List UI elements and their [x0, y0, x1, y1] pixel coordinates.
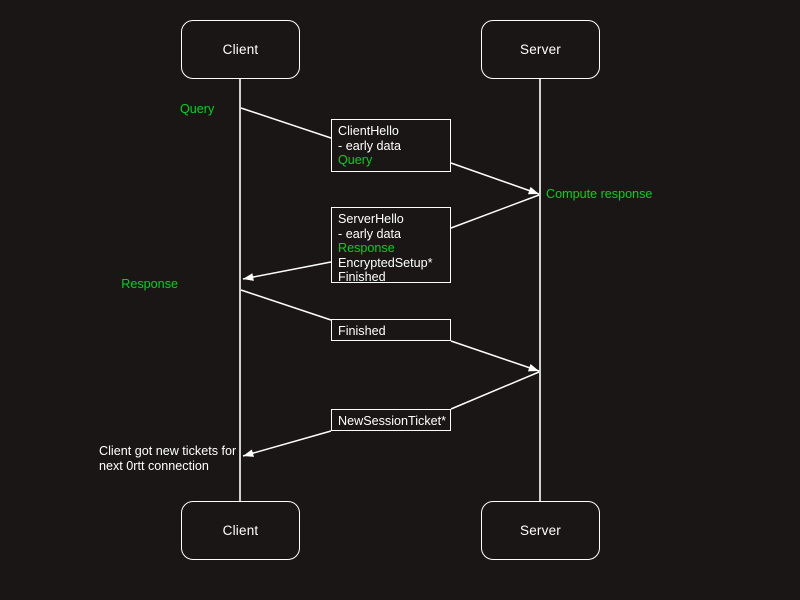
actor-box-server-bottom: Server	[481, 501, 600, 560]
message-line: Finished	[338, 270, 386, 285]
arrow-server-to-box	[450, 194, 540, 229]
message-line: Query	[338, 153, 373, 168]
message-line: NewSessionTicket*	[338, 414, 447, 428]
message-box-new-session-ticket: NewSessionTicket*	[331, 409, 451, 431]
actor-box-client-bottom: Client	[181, 501, 300, 560]
arrow-head	[243, 273, 254, 281]
message-line: Finished	[338, 324, 386, 338]
message-line: Response	[338, 241, 395, 256]
arrow-ticket-to-client	[242, 430, 332, 457]
message-line: ClientHello	[338, 124, 399, 138]
arrow-response-to-finished	[240, 289, 332, 321]
annotation-query-label: Query	[180, 102, 215, 116]
actor-label: Client	[222, 42, 259, 57]
arrow-server-to-ticket	[450, 371, 540, 410]
actor-box-client-top: Client	[181, 20, 300, 79]
arrow-finished-to-server	[450, 340, 540, 372]
message-line: - early data	[338, 226, 401, 241]
arrow-head	[528, 364, 539, 372]
message-line: ServerHello	[338, 212, 404, 226]
actor-label: Server	[520, 42, 561, 57]
arrow-box-to-response	[242, 261, 332, 281]
arrow-head	[528, 186, 539, 195]
annotation-client-tickets-note: Client got new tickets for next 0rtt con…	[99, 444, 237, 473]
annotation-response-label: Response	[121, 277, 178, 291]
arrow-box-to-server	[450, 162, 540, 195]
arrow-query-to-box	[240, 107, 332, 139]
message-line: EncryptedSetup*	[338, 255, 433, 270]
message-box-finished: Finished	[331, 319, 451, 341]
actor-label: Client	[222, 523, 259, 538]
actor-label: Server	[520, 523, 561, 538]
annotation-compute-response-label: Compute response	[546, 187, 653, 201]
arrow-head	[243, 449, 254, 457]
actor-box-server-top: Server	[481, 20, 600, 79]
message-line: - early data	[338, 138, 401, 153]
